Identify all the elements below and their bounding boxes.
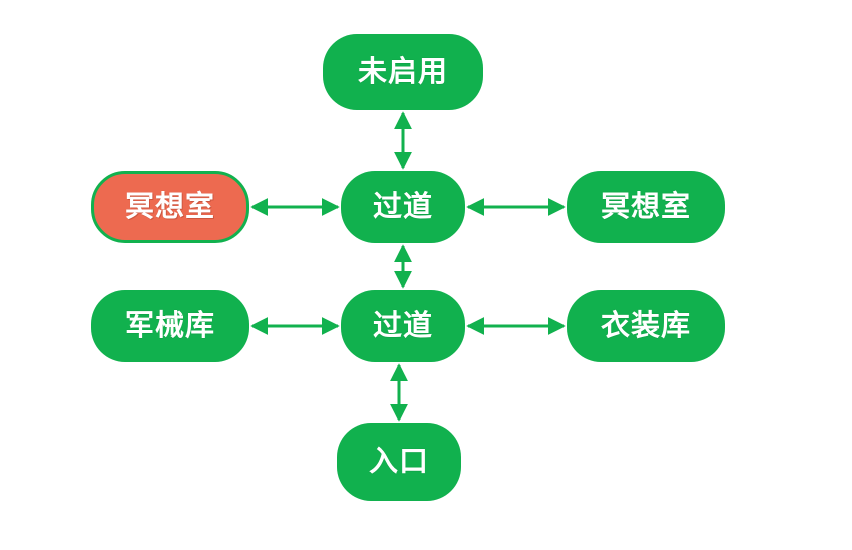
node-wardrobe[interactable]: 衣装库 (567, 290, 725, 362)
node-label-entrance: 入口 (368, 445, 429, 478)
node-meditation-left[interactable]: 冥想室 (91, 171, 249, 243)
node-label-wardrobe: 衣装库 (600, 309, 691, 342)
node-label-armory: 军械库 (124, 309, 215, 342)
node-armory[interactable]: 军械库 (91, 290, 249, 362)
node-entrance[interactable]: 入口 (337, 423, 461, 501)
node-corridor-lower[interactable]: 过道 (341, 290, 465, 362)
node-label-top: 未启用 (357, 55, 448, 88)
node-corridor-upper[interactable]: 过道 (341, 171, 465, 243)
node-label-corridor-lower: 过道 (372, 309, 433, 342)
node-label-corridor-upper: 过道 (372, 190, 433, 223)
node-meditation-right[interactable]: 冥想室 (567, 171, 725, 243)
node-label-meditation-right: 冥想室 (600, 190, 691, 223)
node-top[interactable]: 未启用 (323, 34, 483, 110)
node-label-meditation-left: 冥想室 (124, 190, 215, 223)
